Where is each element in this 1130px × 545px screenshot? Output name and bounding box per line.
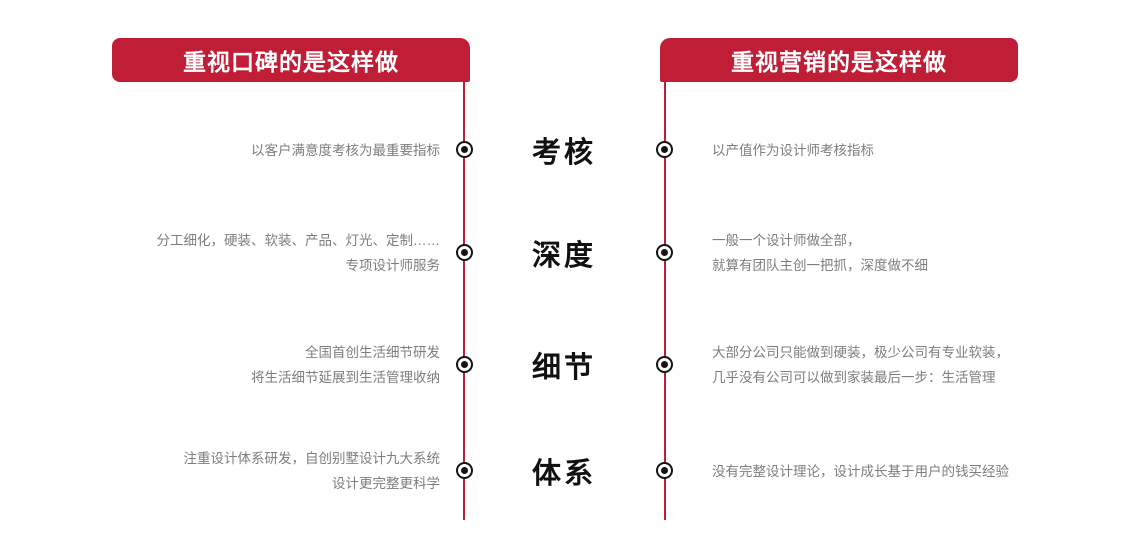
target-dot-icon — [456, 356, 473, 373]
banner-left-title: 重视口碑的是这样做 — [183, 49, 399, 75]
row-left-text: 注重设计体系研发，自创别墅设计九大系统 设计更完整更科学 — [30, 446, 441, 496]
row-left-text: 以客户满意度考核为最重要指标 — [30, 138, 440, 163]
comparison-row: 分工细化，硬装、软装、产品、灯光、定制…… 专项设计师服务 深度 一般一个设计师… — [0, 223, 1130, 283]
timeline-spine-left — [463, 80, 465, 520]
row-right-text: 以产值作为设计师考核指标 — [712, 138, 1112, 163]
comparison-row: 全国首创生活细节研发 将生活细节延展到生活管理收纳 细节 大部分公司只能做到硬装… — [0, 335, 1130, 395]
banner-right-title: 重视营销的是这样做 — [731, 49, 947, 75]
target-dot-icon — [456, 141, 473, 158]
row-right-line: 大部分公司只能做到硬装，极少公司有专业软装， — [712, 345, 1009, 360]
comparison-row: 注重设计体系研发，自创别墅设计九大系统 设计更完整更科学 体系 没有完整设计理论… — [0, 441, 1130, 501]
row-category-label: 体系 — [531, 458, 596, 490]
row-left-line: 以客户满意度考核为最重要指标 — [251, 142, 440, 158]
row-left-text: 全国首创生活细节研发 将生活细节延展到生活管理收纳 — [30, 340, 440, 390]
row-category-label: 深度 — [531, 240, 596, 272]
row-left-line: 设计更完整更科学 — [332, 476, 440, 491]
target-dot-icon — [656, 356, 673, 373]
target-dot-icon — [656, 141, 673, 158]
row-right-text: 大部分公司只能做到硬装，极少公司有专业软装， 几乎没有公司可以做到家装最后一步：… — [712, 340, 1112, 390]
row-category-label: 考核 — [531, 137, 596, 169]
row-left-text: 分工细化，硬装、软装、产品、灯光、定制…… 专项设计师服务 — [30, 228, 441, 278]
row-left-line: 将生活细节延展到生活管理收纳 — [251, 370, 440, 385]
row-right-text: 没有完整设计理论，设计成长基于用户的钱买经验 — [712, 459, 1112, 484]
row-right-line: 以产值作为设计师考核指标 — [712, 142, 874, 158]
row-right-text: 一般一个设计师做全部， 就算有团队主创一把抓，深度做不细 — [712, 228, 1112, 278]
target-dot-icon — [456, 462, 473, 479]
row-right-line: 一般一个设计师做全部， — [712, 233, 861, 248]
target-dot-icon — [456, 244, 473, 261]
row-right-line: 没有完整设计理论，设计成长基于用户的钱买经验 — [712, 463, 1009, 479]
row-left-line: 注重设计体系研发，自创别墅设计九大系统 — [183, 451, 441, 466]
row-left-line: 全国首创生活细节研发 — [305, 345, 440, 360]
target-dot-icon — [656, 244, 673, 261]
row-category-label: 细节 — [531, 352, 596, 384]
row-right-line: 几乎没有公司可以做到家装最后一步：生活管理 — [712, 370, 996, 385]
banner-left: 重视口碑的是这样做 — [112, 38, 470, 82]
row-left-line: 分工细化，硬装、软装、产品、灯光、定制…… — [156, 233, 441, 248]
row-right-line: 就算有团队主创一把抓，深度做不细 — [712, 258, 928, 273]
comparison-row: 以客户满意度考核为最重要指标 考核 以产值作为设计师考核指标 — [0, 120, 1130, 180]
row-left-line: 专项设计师服务 — [345, 258, 441, 273]
timeline-spine-right — [664, 80, 666, 520]
target-dot-icon — [656, 462, 673, 479]
banner-right: 重视营销的是这样做 — [660, 38, 1018, 82]
